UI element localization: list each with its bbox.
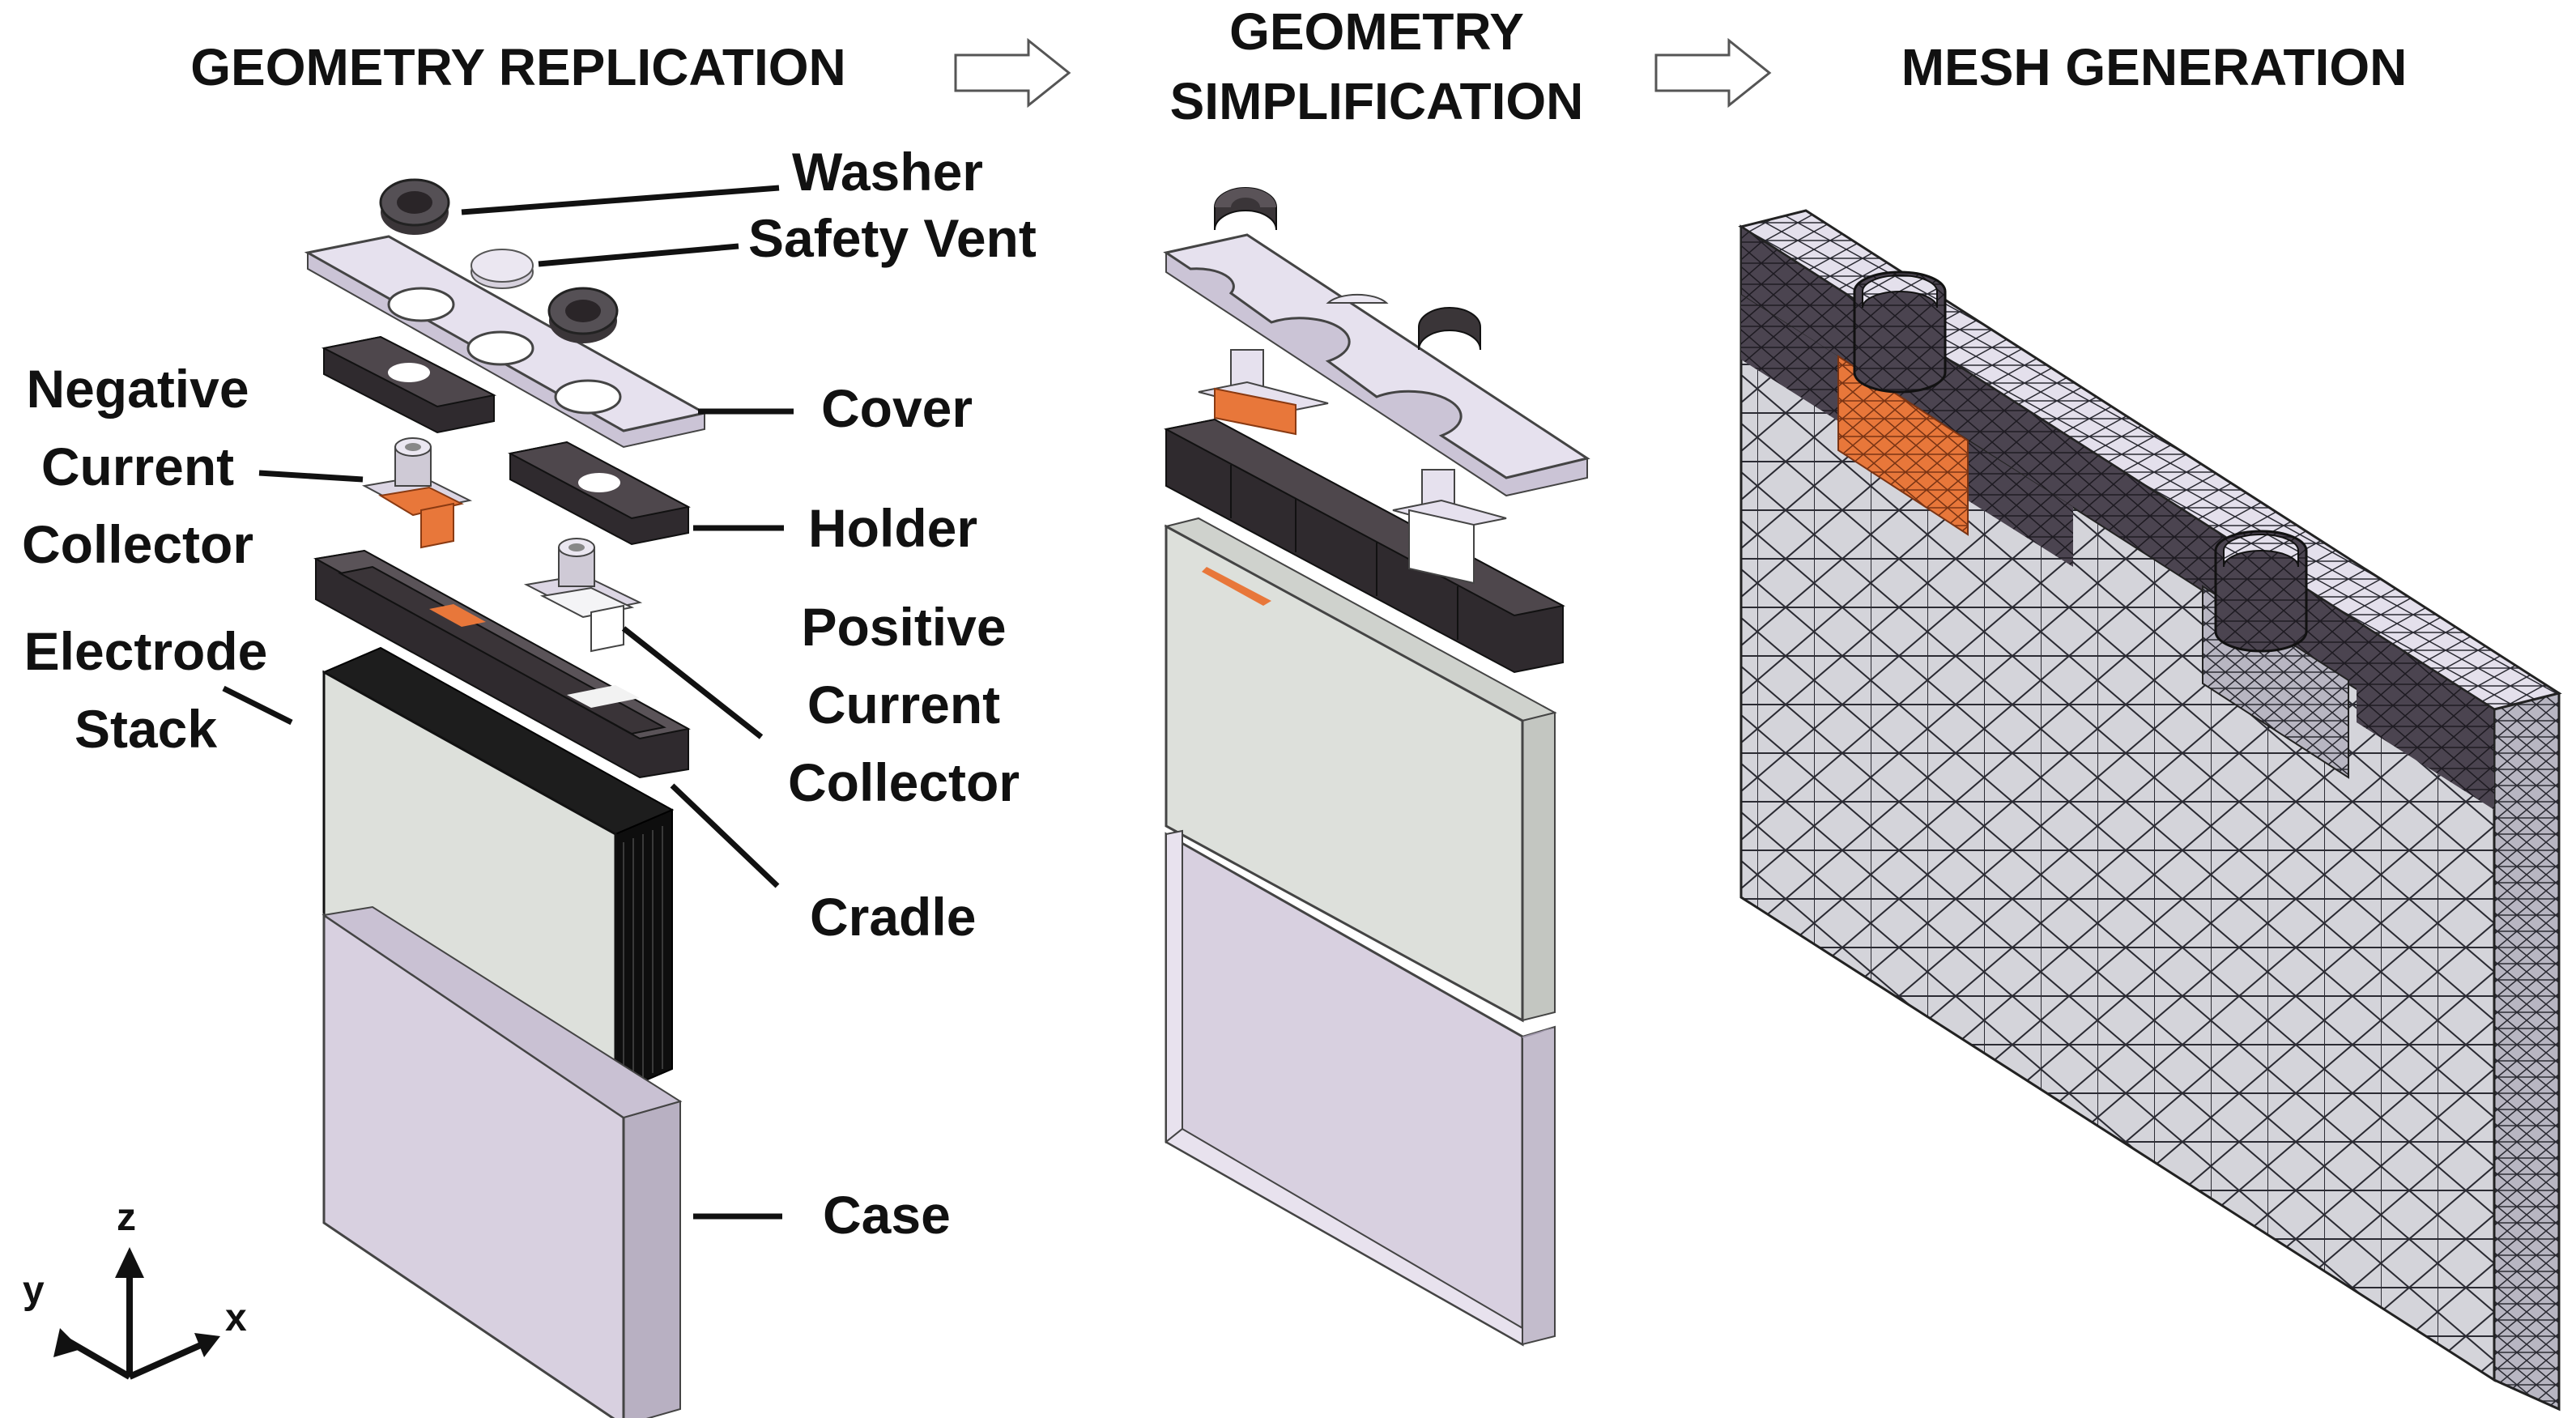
axis-triad	[53, 1247, 220, 1380]
electrode-stack-part	[321, 646, 675, 1096]
title-geometry-replication: GEOMETRY REPLICATION	[190, 38, 846, 96]
washer-right-part	[547, 287, 619, 343]
label-electrode-stack: Electrode Stack	[23, 621, 268, 759]
safety-vent-part	[470, 249, 534, 289]
title-mesh-generation: MESH GENERATION	[1901, 38, 2408, 96]
arrow-replication-to-simplification	[954, 37, 1071, 109]
title-geometry-simplification: GEOMETRY SIMPLIFICATION	[1169, 2, 1584, 130]
simplified-electrode-stack	[1164, 517, 1557, 1023]
axis-label-y: y	[23, 1269, 45, 1312]
case-part	[321, 905, 683, 1418]
simplified-washer-left	[1214, 187, 1277, 231]
leader-lines-replication	[222, 185, 794, 1220]
axis-label-x: x	[225, 1297, 247, 1339]
label-washer: Washer	[792, 142, 983, 202]
cradle-part	[313, 549, 691, 779]
simplified-negative-collector	[1198, 349, 1329, 436]
label-positive-current-collector: Positive Current Collector	[787, 597, 1020, 812]
simplified-washer-right	[1418, 307, 1481, 351]
label-safety-vent: Safety Vent	[748, 208, 1037, 268]
label-cover: Cover	[821, 378, 973, 438]
washer-left-part	[379, 178, 450, 235]
arrow-simplification-to-mesh	[1654, 37, 1772, 109]
label-case: Case	[823, 1185, 951, 1245]
label-holder: Holder	[808, 498, 978, 558]
mesh-model	[1738, 209, 2562, 1412]
simplified-case	[1165, 829, 1556, 1347]
axis-label-z: z	[117, 1196, 136, 1239]
negative-collector-part	[361, 437, 473, 549]
label-cradle: Cradle	[810, 887, 977, 947]
simplified-cover	[1163, 233, 1590, 497]
holder-right-part	[508, 441, 691, 546]
simplified-positive-collector	[1392, 469, 1507, 585]
positive-collector-part	[523, 538, 643, 653]
holder-left-part	[321, 335, 497, 434]
cover-part	[304, 235, 709, 449]
label-negative-current-collector: Negative Current Collector	[21, 359, 254, 574]
